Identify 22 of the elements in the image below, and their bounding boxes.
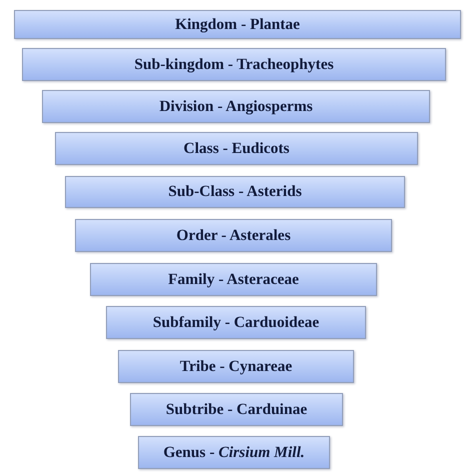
rank-label: Genus - Cirsium Mill. (163, 444, 305, 462)
rank-label: Kingdom - Plantae (175, 16, 300, 34)
rank-label: Division - Angiosperms (159, 98, 313, 116)
rank-band (14, 10, 461, 39)
rank-label: Sub-Class - Asterids (168, 183, 302, 201)
rank-band (55, 132, 418, 165)
rank-band (130, 393, 343, 426)
rank-label: Subfamily - Carduoideae (152, 314, 320, 332)
rank-band (65, 176, 405, 208)
rank-label: Class - Eudicots (184, 140, 290, 158)
rank-label: Subtribe - Carduinae (166, 400, 308, 418)
rank-band (90, 263, 377, 296)
rank-band (138, 436, 330, 469)
rank-band (42, 90, 430, 123)
rank-band (106, 306, 366, 339)
rank-label: Sub-kingdom - Tracheophytes (134, 56, 334, 74)
rank-label: Family - Asteraceae (168, 270, 299, 288)
rank-label: Order - Asterales (176, 226, 291, 244)
rank-label: Tribe - Cynareae (180, 358, 292, 376)
rank-band (22, 48, 446, 81)
rank-band (118, 350, 354, 383)
rank-band (75, 219, 392, 252)
